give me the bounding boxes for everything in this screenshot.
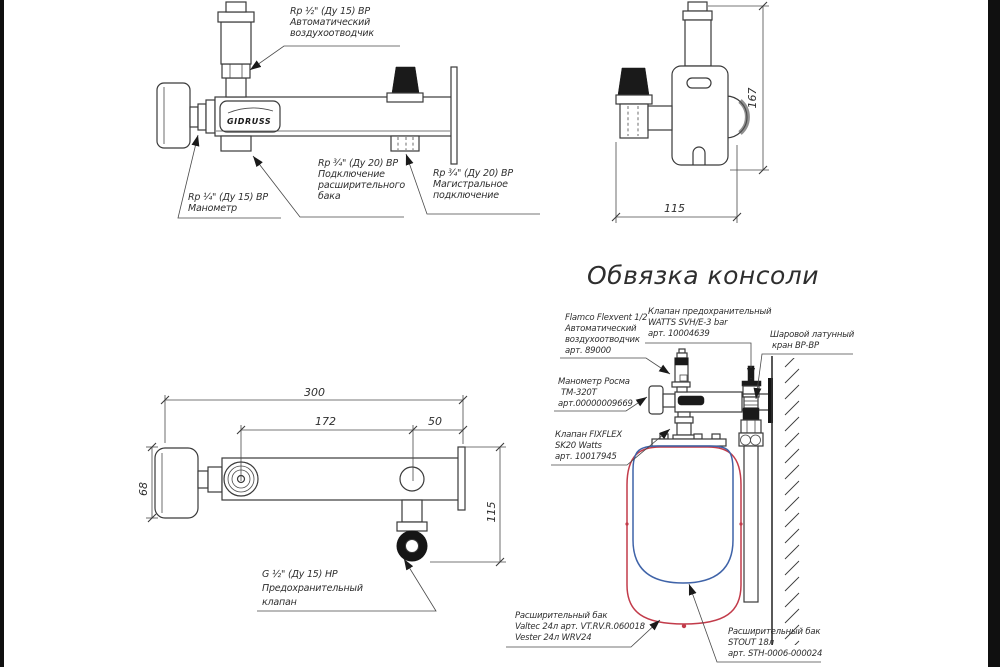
dimension-gauge-68: 68 xyxy=(137,442,158,523)
manometer-gauge xyxy=(156,82,216,149)
svg-text:Rp ¼" (Ду 15) ВР: Rp ¼" (Ду 15) ВР xyxy=(188,192,268,203)
svg-text:ТМ-320Т: ТМ-320Т xyxy=(561,388,598,398)
dimension-depth-115: 115 xyxy=(430,442,506,567)
dimension-height: 167 xyxy=(708,1,769,175)
dimension-172-50: 172 50 xyxy=(236,415,468,481)
safety-valve xyxy=(386,66,424,152)
piping-diagram: Обвязка консоли xyxy=(506,261,855,663)
safety-valve xyxy=(615,67,673,139)
left-edge-band xyxy=(0,0,4,667)
callout-main-port: Rp ¾" (Ду 20) ВР Магистральное подключен… xyxy=(405,153,540,215)
console-assembly xyxy=(648,348,768,447)
svg-text:Шаровой латунный: Шаровой латунный xyxy=(770,330,855,340)
wall-hatching xyxy=(773,358,800,645)
svg-text:167: 167 xyxy=(746,88,759,109)
tank-drain-nub xyxy=(681,623,687,629)
svg-text:Rp ½" (Ду 15) ВР: Rp ½" (Ду 15) ВР xyxy=(290,6,370,17)
brand-logo: GIDRUSS xyxy=(227,117,271,126)
svg-text:воздухоотводчик: воздухоотводчик xyxy=(565,335,641,345)
svg-text:Valtec 24л арт. VT.RV.R.060018: Valtec 24л арт. VT.RV.R.060018 xyxy=(515,622,646,632)
svg-text:арт. 10004639: арт. 10004639 xyxy=(648,329,710,339)
svg-text:арт. STH-0006-000024: арт. STH-0006-000024 xyxy=(728,649,822,659)
svg-text:арт. 89000: арт. 89000 xyxy=(565,346,611,356)
svg-text:115: 115 xyxy=(664,202,685,215)
port-hole xyxy=(399,466,425,492)
svg-text:Автоматический: Автоматический xyxy=(564,324,637,334)
bracket-u-slot xyxy=(692,146,706,165)
callout-safety-valve: G ½" (Ду 15) НР Предохранительный клапан xyxy=(257,558,437,612)
callout-watts-safety-valve: Клапан предохранительный WATTS SVH/E-3 b… xyxy=(645,307,772,379)
top-view-drawing: 300 172 50 68 115 G ½" (Ду 15) НР П xyxy=(137,386,506,612)
svg-text:Flamco Flexvent 1/2: Flamco Flexvent 1/2 xyxy=(565,313,647,323)
diagram-title: Обвязка консоли xyxy=(587,261,819,290)
svg-text:Автоматический: Автоматический xyxy=(289,17,370,28)
svg-text:Манометр Росма: Манометр Росма xyxy=(558,377,630,387)
svg-text:кран ВР-ВР: кран ВР-ВР xyxy=(772,341,820,351)
air-vent-valve xyxy=(671,348,691,393)
right-edge-band xyxy=(988,0,1000,667)
callout-rosma-manometer: Манометр Росма ТМ-320Т арт.00000009669 xyxy=(554,377,648,412)
svg-text:115: 115 xyxy=(485,502,498,523)
wall-flange xyxy=(450,66,458,165)
svg-text:Rp ¾" (Ду 20) ВР: Rp ¾" (Ду 20) ВР xyxy=(433,168,513,179)
svg-text:Предохранительный: Предохранительный xyxy=(262,583,363,594)
svg-text:50: 50 xyxy=(428,415,442,428)
callout-expansion-port: Rp ¾" (Ду 20) ВР Подключение расширитель… xyxy=(252,155,406,218)
wall-flange xyxy=(457,446,466,511)
svg-text:бака: бака xyxy=(318,191,341,202)
callout-fixflex-valve: Клапан FIXFLEX SK20 Watts арт. 10017945 xyxy=(551,428,671,466)
expansion-tank-stout-outline xyxy=(632,445,734,584)
air-vent-valve xyxy=(217,1,255,98)
svg-text:арт.00000009669: арт.00000009669 xyxy=(558,399,633,409)
svg-text:G ½" (Ду 15) НР: G ½" (Ду 15) НР xyxy=(262,569,338,580)
svg-text:Подключение: Подключение xyxy=(318,169,385,180)
manometer-gauge xyxy=(648,385,664,415)
callout-tank-stout: Расширительный бак STOUT 18л арт. STH-00… xyxy=(688,583,822,663)
side-view-drawing: GIDRUSS Rp ½" (Ду 15) ВР Автоматически xyxy=(156,1,540,219)
svg-text:расширительного: расширительного xyxy=(317,180,405,191)
svg-text:Rp ¾" (Ду 20) ВР: Rp ¾" (Ду 20) ВР xyxy=(318,158,398,169)
console-body: GIDRUSS xyxy=(214,66,458,165)
svg-text:арт. 10017945: арт. 10017945 xyxy=(555,452,617,462)
callout-ball-valve: Шаровой латунный кран ВР-ВР xyxy=(753,330,855,400)
bracket-slot xyxy=(686,77,712,89)
svg-text:Расширительный бак: Расширительный бак xyxy=(728,627,821,637)
callout-manometer: Rp ¼" (Ду 15) ВР Манометр xyxy=(177,134,281,219)
manometer-gauge xyxy=(154,447,223,519)
air-vent-valve xyxy=(682,1,713,67)
svg-text:подключение: подключение xyxy=(433,190,499,201)
svg-text:172: 172 xyxy=(315,415,336,428)
dimension-length-300: 300 xyxy=(160,386,468,444)
svg-text:SK20 Watts: SK20 Watts xyxy=(555,441,603,451)
svg-text:68: 68 xyxy=(137,482,150,496)
console-body xyxy=(221,446,466,511)
svg-text:300: 300 xyxy=(304,386,325,399)
callout-tank-valtec: Расширительный бак Valtec 24л арт. VT.RV… xyxy=(506,611,661,648)
console-logo-mark xyxy=(677,395,705,406)
dimension-depth: 115 xyxy=(611,142,742,223)
end-view-drawing: 167 115 xyxy=(611,1,769,223)
svg-text:клапан: клапан xyxy=(262,597,297,608)
callout-air-vent: Rp ½" (Ду 15) ВР Автоматический воздухоо… xyxy=(249,6,400,71)
callout-flamco-airvent: Flamco Flexvent 1/2 Автоматический возду… xyxy=(560,313,671,375)
fixflex-valve xyxy=(672,411,696,440)
safety-valve-bottom xyxy=(396,499,428,562)
svg-text:Vester 24л WRV24: Vester 24л WRV24 xyxy=(515,633,591,643)
svg-text:Клапан FIXFLEX: Клапан FIXFLEX xyxy=(555,430,622,440)
expansion-tank-valtec-outline xyxy=(625,446,743,629)
svg-text:воздухоотводчик: воздухоотводчик xyxy=(290,28,374,39)
svg-text:Магистральное: Магистральное xyxy=(433,179,508,190)
expansion-port-boss xyxy=(220,135,252,152)
svg-text:STOUT 18л: STOUT 18л xyxy=(728,638,775,648)
mounting-bracket xyxy=(671,65,729,166)
svg-text:Манометр: Манометр xyxy=(188,203,237,214)
svg-text:Расширительный бак: Расширительный бак xyxy=(515,611,608,621)
svg-text:Клапан предохранительный: Клапан предохранительный xyxy=(648,307,772,317)
wall-and-riser xyxy=(738,356,800,645)
riser-pipe xyxy=(743,445,759,603)
wall-mount-plate xyxy=(768,378,773,423)
svg-text:WATTS SVH/E-3 bar: WATTS SVH/E-3 bar xyxy=(648,318,728,328)
